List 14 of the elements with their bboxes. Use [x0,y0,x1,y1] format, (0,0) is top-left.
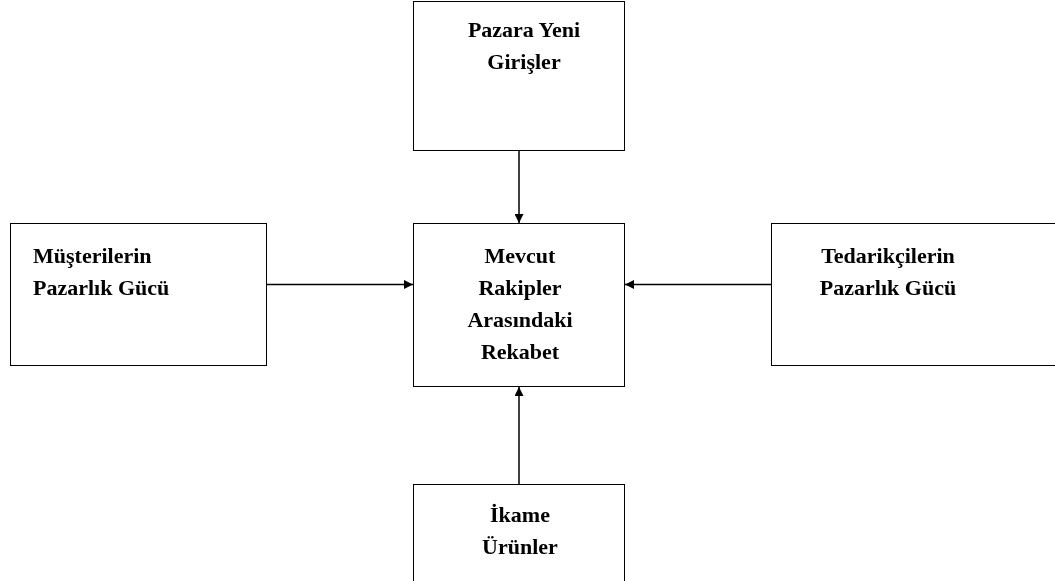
process-box [413,223,625,387]
arrow [624,280,772,289]
process-box [413,484,625,581]
arrow [266,280,414,289]
box-label: İkame Ürünler [481,501,559,561]
arrow [514,150,524,224]
arrow [514,386,524,485]
process-box [413,1,625,151]
box-label: Pazara Yeni Girişler [466,16,582,76]
box-label: Tedarikçilerin Pazarlık Gücü [818,242,958,302]
box-label: Müşterilerin Pazarlık Gücü [33,242,171,302]
process-box [771,223,1055,366]
box-label: Mevcut Rakipler Arasındaki Rekabet [466,242,574,366]
process-box [10,223,267,366]
